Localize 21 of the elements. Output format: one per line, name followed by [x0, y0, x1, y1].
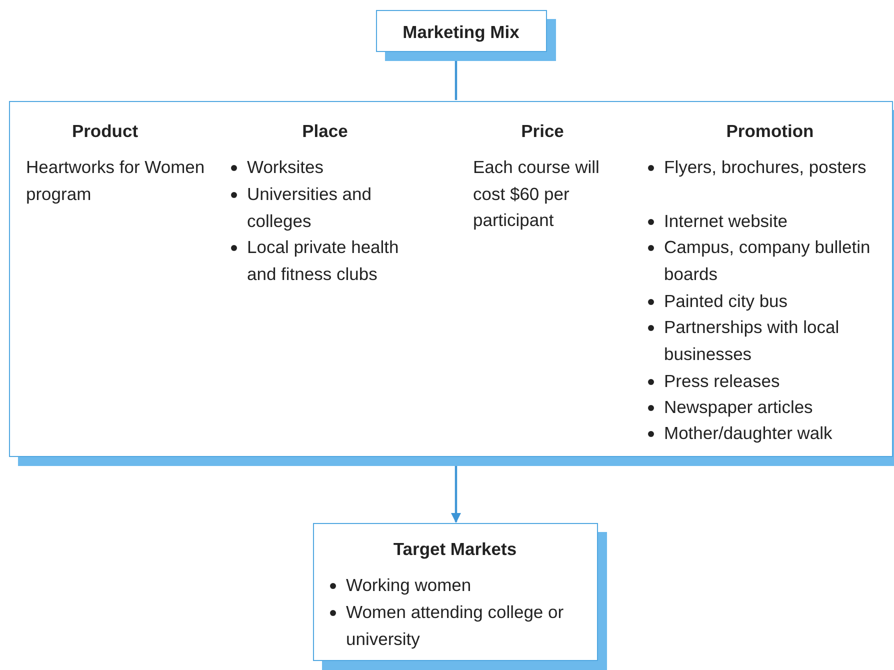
bullet-item: Press releases	[664, 370, 781, 393]
bullet-item: Women attending college or university	[346, 601, 565, 651]
heading: Product	[70, 120, 140, 143]
bullet-item: Mother/daughter walk	[664, 422, 834, 445]
bullet-item: Local private health and fitness clubs	[247, 236, 400, 286]
bullet-item: Newspaper articles	[664, 396, 814, 419]
bullet-item: Painted city bus	[664, 290, 789, 313]
heading: Marketing Mix	[402, 21, 520, 44]
heading: Price	[520, 120, 565, 143]
heading: Target Markets	[392, 538, 518, 561]
body-text: Each course will cost $60 per participant	[473, 156, 600, 232]
bullet-item: Flyers, brochures, posters	[664, 156, 868, 179]
heading: Place	[301, 120, 349, 143]
body-text: Heartworks for Women program	[26, 156, 206, 206]
bullet-item: Working women	[346, 574, 472, 597]
bullet-item: Internet website	[664, 210, 789, 233]
bullet-item: Worksites	[247, 156, 324, 179]
bullet-item: Universities and colleges	[247, 183, 372, 233]
bullet-item: Campus, company bulletin boards	[664, 236, 872, 286]
bullet-item: Partnerships with local businesses	[664, 316, 840, 366]
heading: Promotion	[725, 120, 815, 143]
